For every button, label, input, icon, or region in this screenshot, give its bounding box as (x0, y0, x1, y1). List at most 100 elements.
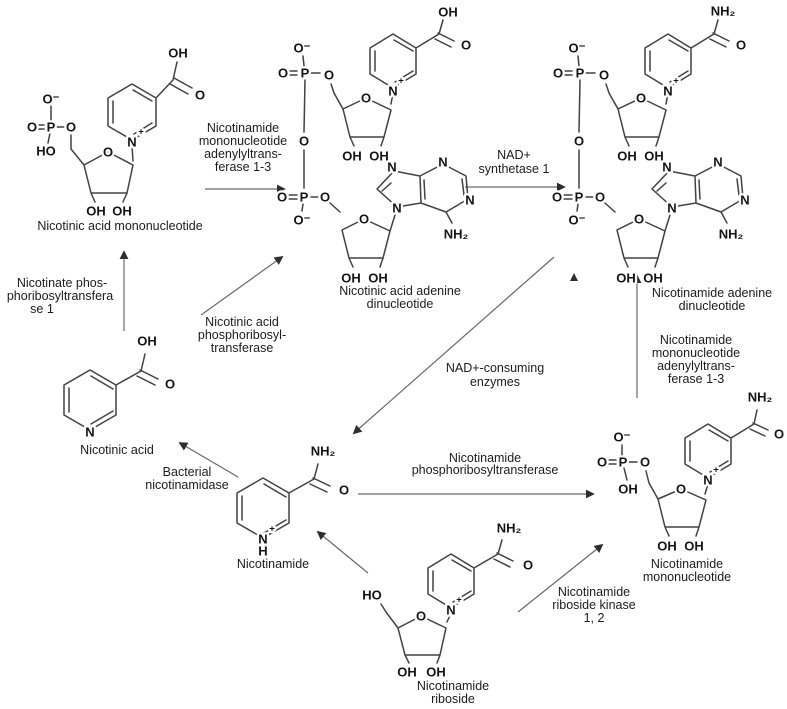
atom-label: OH (616, 271, 636, 286)
atom-label: NH₂ (444, 227, 469, 242)
atom-label: + (398, 76, 404, 87)
compound-label: riboside (431, 692, 475, 706)
atom-label: O (636, 91, 646, 106)
atom-label: + (138, 127, 144, 138)
atom-label: OH (368, 271, 388, 286)
atom-label: N (438, 155, 447, 170)
atom-label: OH (618, 482, 638, 497)
arrow-nicotinic-acid-prt (200, 255, 284, 316)
atom-label: P (301, 66, 310, 81)
enzyme-label-line: synthetase 1 (479, 162, 550, 176)
compound-label: Nicotinamide adenine (652, 286, 772, 300)
atom-label: OH (112, 204, 132, 219)
enzyme-label-line: phoribosyltransfera (7, 289, 113, 303)
atom-label: + (673, 76, 679, 87)
atom-label: O⁻ (43, 92, 60, 107)
atom-label: O (574, 134, 584, 149)
atom-label: O (552, 190, 562, 205)
atom-label: OH (137, 334, 157, 349)
enzyme-label-line: mononucleotide (199, 134, 287, 148)
compound-label: mononucleotide (643, 570, 731, 584)
atom-label: N (703, 473, 712, 488)
enzyme-label-line: Nicotinamide (660, 333, 732, 347)
atom-label: O (640, 455, 650, 470)
atom-label: OH (397, 665, 417, 680)
atom-label: N (388, 84, 397, 99)
atom-label: NH₂ (311, 444, 336, 459)
enzyme-label-line: riboside kinase (552, 598, 635, 612)
atom-label: N (465, 193, 474, 208)
structure-nicotinamide-riboside: NH₂ O N + HO O OH OH Nicotinamide ribosi… (360, 518, 535, 706)
atom-label: N (392, 201, 401, 216)
enzyme-label-line: Nicotinate phos- (17, 276, 107, 290)
enzyme-label-line: 1, 2 (584, 611, 605, 625)
atom-label: N (85, 425, 94, 440)
atom-label: O (195, 88, 205, 103)
enzyme-label-line: adenylyltrans- (204, 147, 282, 161)
atom-label: + (713, 465, 719, 476)
enzyme-label-line: mononucleotide (652, 346, 740, 360)
atom-label: O (66, 120, 76, 135)
atom-label: N (740, 193, 749, 208)
atom-label: N (663, 84, 672, 99)
enzyme-label-nmnat-left: Nicotinamide mononucleotide adenylyltran… (199, 121, 287, 174)
atom-label: O (553, 66, 563, 81)
atom-label: O (359, 212, 369, 227)
atom-label: OH (168, 46, 188, 61)
atom-label: O (634, 212, 644, 227)
atom-label: P (619, 455, 628, 470)
atom-label: O (595, 190, 605, 205)
atom-label: O (416, 609, 426, 624)
atom-label: O (324, 68, 334, 83)
atom-label: O (599, 68, 609, 83)
enzyme-label-line: NAD+ (497, 148, 531, 162)
enzyme-label-line: Bacterial (163, 465, 212, 479)
enzyme-label-nad-synthetase: NAD+ synthetase 1 (479, 148, 550, 176)
atom-label: N (667, 201, 676, 216)
atom-label: NH₂ (748, 390, 773, 405)
bonds (63, 353, 159, 431)
arrowhead-marker (570, 273, 578, 281)
atom-label: N (713, 155, 722, 170)
enzyme-label-line: phosphoribosyltransferase (412, 463, 559, 477)
atom-label: OH (684, 539, 704, 554)
atom-label: O (361, 91, 371, 106)
atom-label: O (320, 190, 330, 205)
atom-label: N (258, 532, 267, 547)
structure-nicotinamide: NH₂ O + N H Nicotinamide (236, 441, 351, 571)
bonds (236, 463, 331, 539)
atom-label: O (103, 145, 113, 160)
compound-label: Nicotinamide (651, 557, 723, 571)
enzyme-label-line: enzymes (470, 375, 520, 389)
arrow-nr-to-nicotinamide (316, 530, 369, 574)
atom-label: H (258, 544, 267, 559)
enzyme-label-nampt: Nicotinamide phosphoribosyltransferase (412, 451, 559, 477)
enzyme-label-line: NAD+-consuming (446, 361, 544, 375)
enzyme-label-line: se 1 (30, 302, 54, 316)
atom-label: P (575, 190, 584, 205)
atom-label: OH (342, 149, 362, 164)
enzyme-label-line: Nicotinic acid (205, 315, 279, 329)
atom-label: O⁻ (569, 41, 586, 56)
enzyme-label-line: ferase 1-3 (668, 372, 724, 386)
atom-label: O⁻ (614, 430, 631, 445)
bonds (563, 19, 744, 268)
atom-label: O (165, 377, 175, 392)
atom-label: O (277, 190, 287, 205)
arrow-nr-kinase (517, 543, 604, 613)
enzyme-label-line: ferase 1-3 (215, 160, 271, 174)
enzyme-label-line: Nicotinamide (207, 121, 279, 135)
atom-label: O (461, 38, 471, 53)
bonds (380, 539, 514, 664)
atom-label: O⁻ (569, 213, 586, 228)
enzyme-label-bacterial-nicotinamidase: Bacterial nicotinamidase (145, 465, 228, 492)
enzyme-label-line: transferase (211, 341, 274, 355)
atom-label: O (27, 120, 37, 135)
compound-label: Nicotinamide (237, 557, 309, 571)
enzyme-label-line: phosphoribosyl- (198, 328, 286, 342)
bonds (288, 19, 469, 268)
atom-label: OH (617, 149, 637, 164)
structure-nicotinic-acid-adenine-dinucleotide: OH O N + O OH OH O O⁻ P O O P O O⁻ O O O… (275, 2, 477, 311)
